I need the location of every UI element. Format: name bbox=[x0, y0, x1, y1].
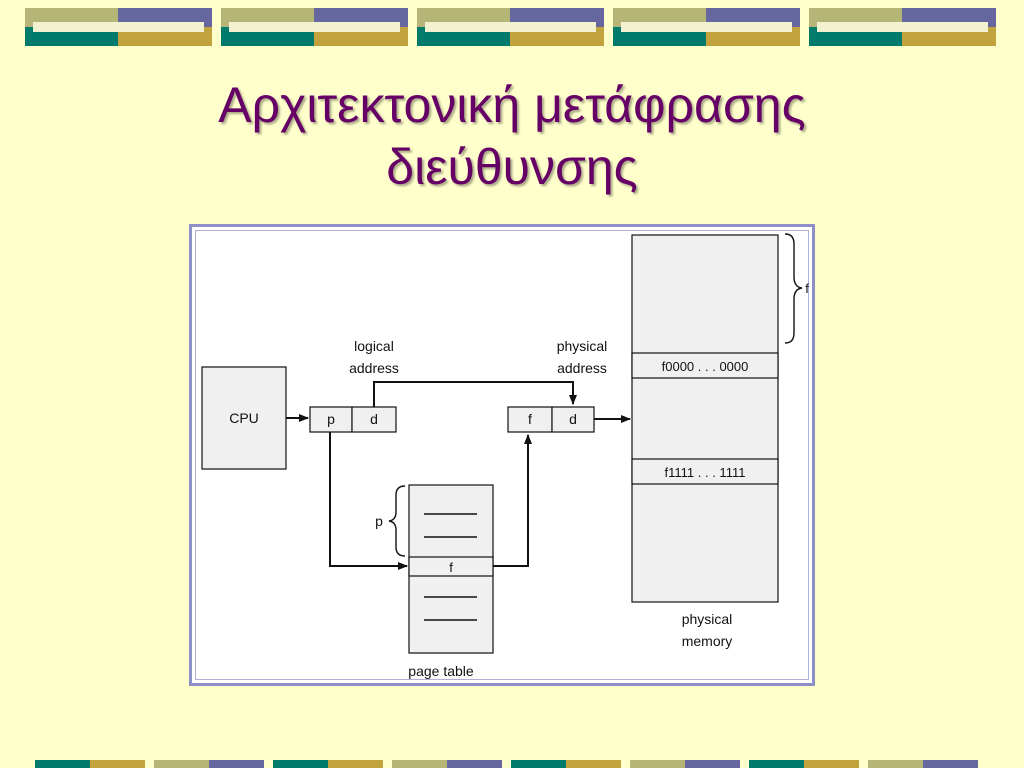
logical-address-label-line-2: address bbox=[349, 360, 399, 376]
logical-d-label: d bbox=[370, 411, 378, 427]
physical-address-label-line-1: physical bbox=[557, 338, 608, 354]
page-table-f-entry bbox=[408, 556, 494, 577]
page-table-p-label: p bbox=[375, 513, 383, 529]
page-table-p-brace bbox=[388, 485, 406, 557]
arrow-p-to-page-table bbox=[329, 432, 408, 570]
physical-f-box bbox=[507, 406, 553, 433]
slide-title: Αρχιτεκτονική μετάφρασης διεύθυνσης bbox=[0, 74, 1024, 198]
arrow-page-table-to-f bbox=[493, 434, 532, 567]
top-bar-group-3 bbox=[417, 8, 604, 46]
page-table-label: page table bbox=[408, 663, 474, 679]
memory-row-end-label: f1111 . . . 1111 bbox=[665, 465, 746, 480]
logical-p-box bbox=[309, 406, 353, 433]
memory-row-end bbox=[631, 458, 779, 485]
top-bar-group-2 bbox=[221, 8, 408, 46]
slide-title-line-1: Αρχιτεκτονική μετάφρασης bbox=[218, 77, 806, 133]
page-table-f-label: f bbox=[449, 560, 453, 575]
physical-memory-label-line-1: physical bbox=[682, 611, 733, 627]
top-bar-group-1 bbox=[25, 8, 212, 46]
physical-d-label: d bbox=[569, 411, 577, 427]
physical-d-box bbox=[551, 406, 595, 433]
memory-f-label: f bbox=[805, 281, 809, 296]
physical-memory bbox=[631, 234, 779, 603]
cpu-label: CPU bbox=[229, 410, 259, 426]
top-bar-group-4 bbox=[613, 8, 800, 46]
logical-address-label-line-1: logical bbox=[354, 338, 394, 354]
logical-p-label: p bbox=[327, 411, 335, 427]
physical-memory-label-line-2: memory bbox=[682, 633, 733, 649]
logical-d-box bbox=[351, 406, 397, 433]
arrow-d-to-physical-d bbox=[373, 381, 577, 407]
cpu-box bbox=[201, 366, 287, 470]
bottom-bars bbox=[35, 760, 978, 768]
slide-title-line-2: διεύθυνσης bbox=[386, 139, 638, 195]
memory-row-start bbox=[631, 352, 779, 379]
memory-f-brace bbox=[784, 233, 803, 344]
physical-f-label: f bbox=[528, 411, 532, 427]
top-bar-group-5 bbox=[809, 8, 996, 46]
figure-inner-border bbox=[195, 230, 809, 680]
memory-row-start-label: f0000 . . . 0000 bbox=[662, 359, 749, 374]
physical-address-label-line-2: address bbox=[557, 360, 607, 376]
